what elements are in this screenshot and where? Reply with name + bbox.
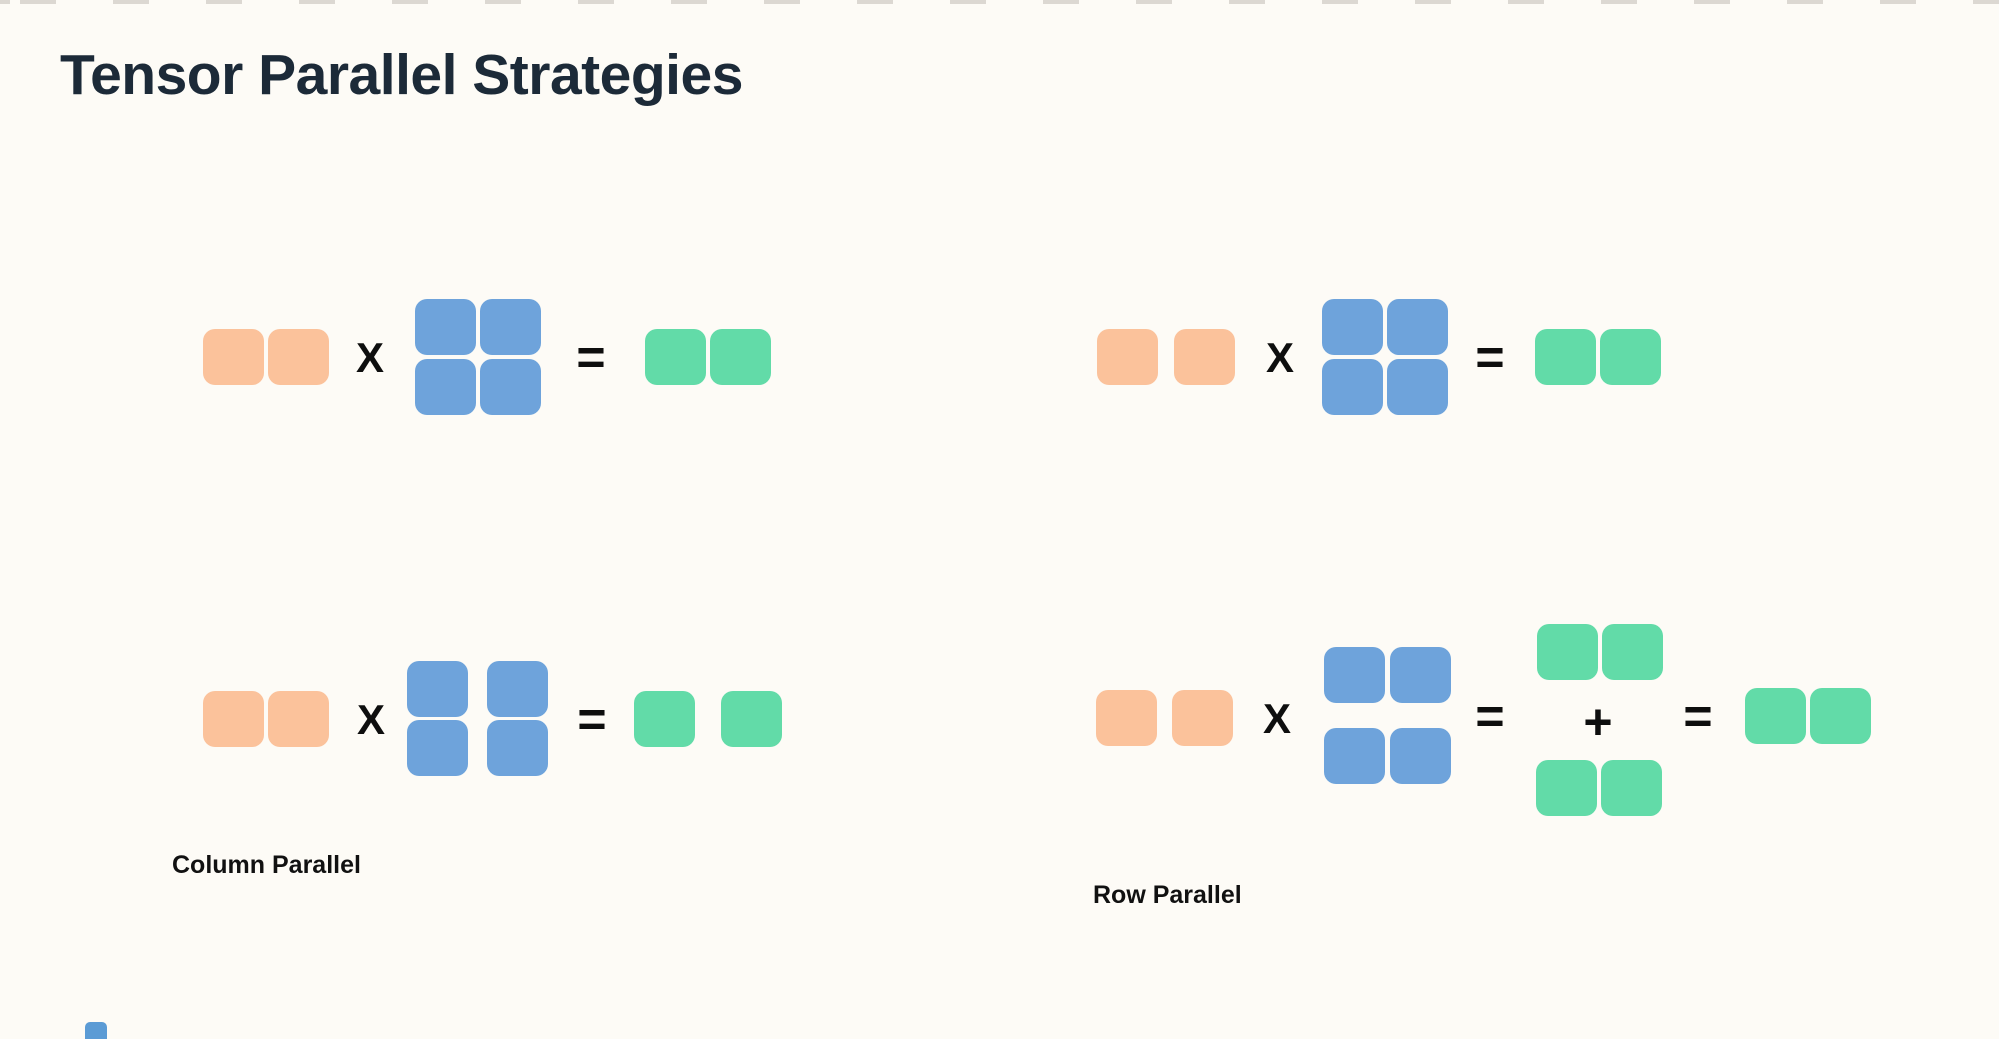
d4-multiply-operator: X <box>1262 695 1292 742</box>
d1-weight-block-r2c2 <box>480 359 541 415</box>
page-title: Tensor Parallel Strategies <box>60 43 743 107</box>
d3-weight-block-r2c2 <box>487 720 548 776</box>
d3-multiply-operator: X <box>356 696 386 743</box>
d1-weight-block-r2c1 <box>415 359 476 415</box>
d3-output-block-1 <box>634 691 695 747</box>
d4-weight-block-r2c2 <box>1390 728 1451 784</box>
d2-weight-block-r2c1 <box>1322 359 1383 415</box>
d3-weight-block-r1c2 <box>487 661 548 717</box>
d1-output-block-2 <box>710 329 771 385</box>
d3-weight-block-r2c1 <box>407 720 468 776</box>
column-parallel-label: Column Parallel <box>172 851 361 879</box>
d1-multiply-operator: X <box>355 334 385 381</box>
d4-plus-operator: + <box>1583 694 1613 750</box>
d2-output-block-1 <box>1535 329 1596 385</box>
d2-output-block-2 <box>1600 329 1661 385</box>
d4-partial-output-top-block-1 <box>1537 624 1598 680</box>
d3-weight-block-r1c1 <box>407 661 468 717</box>
d1-input-block-2 <box>268 329 329 385</box>
d1-output-block-1 <box>645 329 706 385</box>
d2-weight-block-r1c2 <box>1387 299 1448 355</box>
d3-output-block-2 <box>721 691 782 747</box>
d2-equals-operator: = <box>1475 329 1505 385</box>
d4-weight-block-r1c2 <box>1390 647 1451 703</box>
d4-input-block-1 <box>1096 690 1157 746</box>
d2-weight-block-r1c1 <box>1322 299 1383 355</box>
d4-final-output-block-1 <box>1745 688 1806 744</box>
d1-input-block-1 <box>203 329 264 385</box>
clipped-blue-shape <box>85 1022 107 1039</box>
d4-input-block-2 <box>1172 690 1233 746</box>
top-edge-ticks <box>0 0 1999 4</box>
row-parallel-label: Row Parallel <box>1093 881 1242 909</box>
d4-equals-operator-2: = <box>1683 688 1713 744</box>
d4-equals-operator-1: = <box>1475 688 1505 744</box>
d2-multiply-operator: X <box>1265 334 1295 381</box>
d4-final-output-block-2 <box>1810 688 1871 744</box>
d4-partial-output-bottom-block-1 <box>1536 760 1597 816</box>
d4-weight-block-r2c1 <box>1324 728 1385 784</box>
d2-weight-block-r2c2 <box>1387 359 1448 415</box>
d4-partial-output-top-block-2 <box>1602 624 1663 680</box>
d2-input-block-1 <box>1097 329 1158 385</box>
d1-weight-block-r1c1 <box>415 299 476 355</box>
d4-weight-block-r1c1 <box>1324 647 1385 703</box>
d3-input-block-2 <box>268 691 329 747</box>
d3-input-block-1 <box>203 691 264 747</box>
d1-weight-block-r1c2 <box>480 299 541 355</box>
d2-input-block-2 <box>1174 329 1235 385</box>
d1-equals-operator: = <box>576 329 606 385</box>
d4-partial-output-bottom-block-2 <box>1601 760 1662 816</box>
d3-equals-operator: = <box>577 691 607 747</box>
